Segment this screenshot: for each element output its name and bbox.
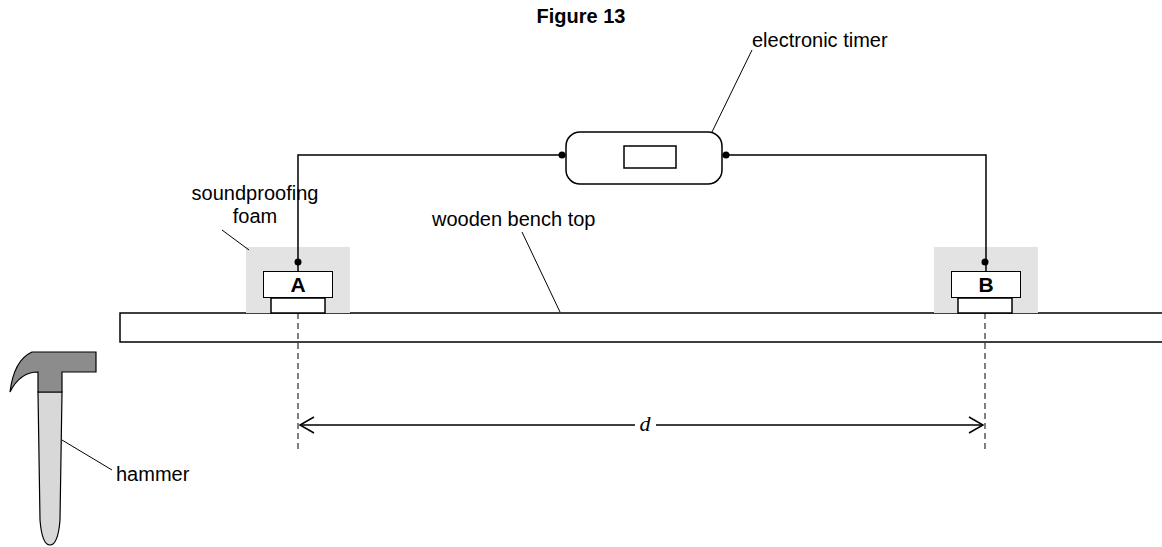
microphone-foot (958, 298, 1012, 313)
arrow-head (969, 417, 983, 433)
leader-line (712, 50, 752, 132)
figure-title: Figure 13 (537, 4, 626, 28)
microphone-box: A (263, 271, 333, 298)
arrow-head (300, 417, 314, 433)
microphone-letter: B (978, 273, 993, 297)
terminal (723, 152, 730, 159)
part-label: wooden bench top (432, 207, 595, 231)
part-label: soundproofing foam (180, 182, 330, 228)
timer-display (624, 146, 676, 168)
microphone-letter: A (290, 273, 305, 297)
microphone-foot (271, 298, 325, 313)
dimension-label: d (635, 412, 656, 436)
hammer-handle (38, 392, 62, 545)
hammer-head (10, 352, 96, 392)
dashed-line (298, 313, 299, 452)
terminal (295, 259, 302, 266)
part-label: electronic timer (752, 28, 888, 52)
leader-line (62, 440, 112, 470)
electronic-timer (566, 132, 722, 184)
terminal (559, 152, 566, 159)
microphone-box: B (951, 271, 1021, 298)
leader-line (522, 232, 560, 312)
leader-line (222, 230, 249, 250)
part-label: hammer (116, 462, 189, 486)
dashed-line (985, 313, 986, 452)
bench-top (120, 313, 1162, 342)
terminal (982, 259, 989, 266)
